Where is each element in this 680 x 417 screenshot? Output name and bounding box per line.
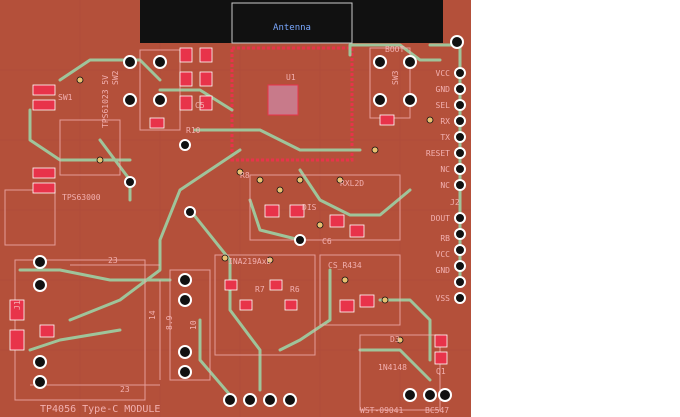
ina-label: INA219AxD xyxy=(228,257,272,266)
through-holes xyxy=(33,35,464,407)
switch-label-1: SW1 xyxy=(58,93,73,102)
dim-10: 10 xyxy=(189,320,198,330)
switch-label-2: SW2 xyxy=(111,70,120,85)
dis-label: DIS xyxy=(302,203,317,212)
header-label-nc2: NC xyxy=(440,181,450,190)
switch-label-3: SW3 xyxy=(391,70,400,85)
q1-label: Q1 xyxy=(436,367,446,376)
header-label-gnd: GND xyxy=(436,85,451,94)
j1-label: J1 xyxy=(13,300,22,310)
header-strip-top xyxy=(454,67,466,191)
dim-23-top: 23 xyxy=(108,256,118,265)
c5-label: C5 xyxy=(195,101,205,110)
module-title: TP4056 Type-C MODULE xyxy=(40,404,160,415)
header2-label-gnd: GND xyxy=(436,266,451,275)
header2-label-dout: DOUT xyxy=(431,214,450,223)
header-label-vcc: VCC xyxy=(436,69,451,78)
header-label-sel: SEL xyxy=(436,101,451,110)
c6-label: C6 xyxy=(322,237,332,246)
r6-label: R6 xyxy=(290,285,300,294)
header2-label-vss: VSS xyxy=(436,294,451,303)
silkscreen xyxy=(4,47,441,411)
reg-label-2: TPS63000 xyxy=(62,193,101,202)
header-label-reset: RESET xyxy=(426,149,450,158)
header-label-nc1: NC xyxy=(440,165,450,174)
antenna-outline xyxy=(231,2,353,44)
header-strip-bottom xyxy=(454,212,466,304)
antenna-label: Antenna xyxy=(273,23,311,33)
diode-part: 1N4148 xyxy=(378,363,407,372)
j2-label: J2 xyxy=(450,198,460,207)
header2-label-rb: RB xyxy=(440,234,450,243)
u1-label: U1 xyxy=(286,73,296,82)
r7-label: R7 xyxy=(255,285,265,294)
r8-label: R8 xyxy=(240,171,250,180)
pcb-layout: Antenna xyxy=(0,0,471,417)
dim-23-bottom: 23 xyxy=(120,385,130,394)
header-label-rx: RX xyxy=(440,117,450,126)
vias xyxy=(76,76,434,344)
dim-8-9: 8.9 xyxy=(165,315,174,330)
esp-module-center-pad xyxy=(267,84,299,116)
r10-label: R10 xyxy=(186,126,201,135)
header2-label-vcc: VCC xyxy=(436,250,451,259)
esp-module-outline xyxy=(230,46,354,162)
dim-14: 14 xyxy=(148,310,157,320)
boot-label: BOOT xyxy=(385,45,404,54)
antenna-keepout xyxy=(140,0,443,43)
header-label-tx: TX xyxy=(440,133,450,142)
reg-label-1: TPS61023 5V xyxy=(101,75,110,128)
board-substrate xyxy=(0,0,471,417)
cs-label: CS_R434 xyxy=(328,261,362,270)
rxl-label: RXL2D xyxy=(340,179,364,188)
d3-label: D3 xyxy=(390,335,400,344)
connector-part: WST-09041 xyxy=(360,406,404,415)
pads xyxy=(9,47,448,365)
transistor-part: BC547 xyxy=(425,406,449,415)
